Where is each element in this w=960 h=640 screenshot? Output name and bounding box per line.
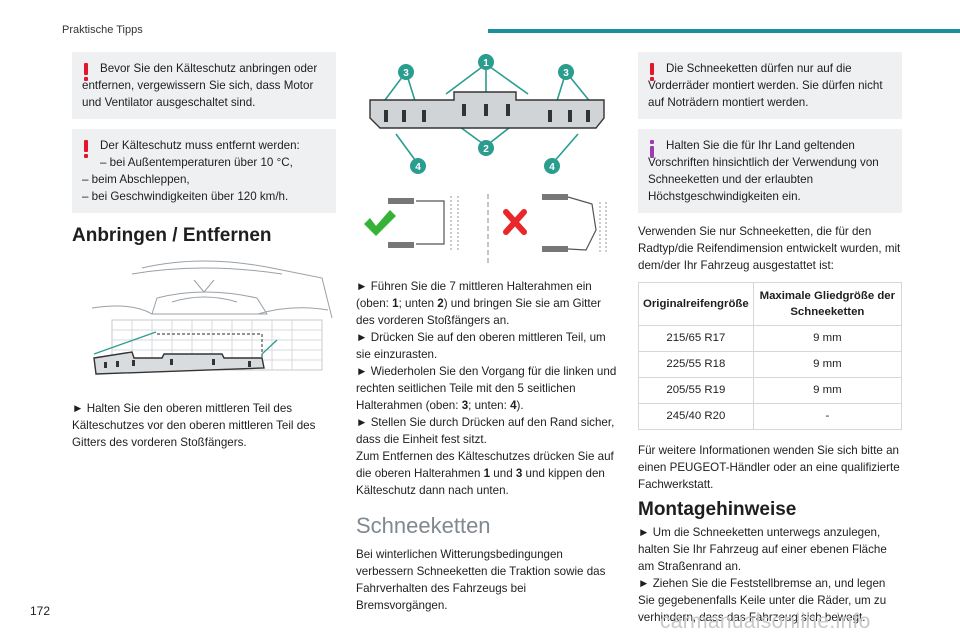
- step-text: ► Stellen Sie durch Drücken auf den Rand…: [356, 416, 615, 446]
- grille-cover-illustration: [91, 260, 333, 375]
- tire-size-table: Originalreifengröße Maximale Gliedgröße …: [638, 282, 903, 430]
- info-box: Halten Sie die für Ihr Land geltenden Vo…: [638, 129, 902, 213]
- info-text-line1: Halten Sie die für Ihr Land geltenden: [666, 139, 855, 152]
- info-text-rest: Vorschriften hinsichtlich der Verwendung…: [648, 156, 879, 203]
- badge-3-icon: [398, 64, 414, 80]
- badge-4-icon: [410, 158, 426, 174]
- badge-3-icon: [558, 64, 574, 80]
- retaining-frames-diagram: 1 2 3 3 4 4: [369, 54, 605, 174]
- badge-1-icon: [478, 54, 494, 70]
- step-text: ► Halten Sie den oberen mittleren Teil d…: [72, 402, 316, 449]
- column-1: Bevor Sie den Kälteschutz anbringen oder…: [72, 52, 336, 451]
- warning-text-line1: Der Kälteschutz muss entfernt werden:: [100, 139, 300, 152]
- badge-4-icon: [544, 158, 560, 174]
- section-heading-anbringen: Anbringen / Entfernen: [72, 225, 272, 246]
- warning-text-line1: Bevor Sie den Kälteschutz anbringen oder: [100, 62, 318, 75]
- diagram-label: 4: [415, 162, 421, 173]
- table-row: 245/40 R20-: [638, 403, 903, 430]
- step-text: ► Wiederholen Sie den Vorgang für die li…: [356, 365, 617, 412]
- column-2: 1 2 3 3 4 4 ► Führen Sie die 7 mittleren…: [356, 52, 620, 614]
- removal-text: Zum Entfernen des Kälteschutzes drücken …: [356, 450, 614, 497]
- page-number: 172: [30, 604, 51, 618]
- warning-list-item: – bei Außentemperaturen über 10 °C,: [100, 156, 293, 169]
- section-heading-montagehinweise: Montagehinweise: [638, 499, 797, 520]
- cross-icon: [503, 209, 527, 235]
- intro-text: Verwenden Sie nur Schneeketten, die für …: [638, 225, 901, 272]
- body-text: Bei winterlichen Witterungsbedingungen v…: [356, 548, 606, 612]
- warning-box-1: Bevor Sie den Kälteschutz anbringen oder…: [72, 52, 336, 119]
- badge-2-icon: [478, 140, 494, 156]
- step-text: ► Ziehen Sie die Feststellbremse an, und…: [638, 577, 887, 624]
- warning-icon: [84, 140, 88, 158]
- header-accent-bar: [488, 29, 960, 33]
- step-text: ► Um die Schneeketten unterwegs anzulege…: [638, 526, 887, 573]
- warning-icon: [650, 63, 654, 81]
- diagram-label: 4: [549, 162, 555, 173]
- check-icon: [364, 210, 396, 236]
- warning-text-rest: entfernen, vergewissern Sie sich, dass M…: [82, 79, 314, 109]
- column-3: Die Schneeketten dürfen nur auf die Vord…: [638, 52, 903, 626]
- watermark: carmanualsonline.info: [660, 610, 871, 633]
- table-header: Originalreifengröße: [638, 282, 754, 326]
- table-header: Maximale Gliedgröße der Schneeketten: [752, 282, 903, 326]
- warning-list-item: – bei Geschwindigkeiten über 120 km/h.: [82, 190, 289, 203]
- warning-icon: [84, 63, 88, 81]
- after-table-text: Für weitere Informationen wenden Sie sic…: [638, 444, 900, 491]
- section-heading-schneeketten: Schneeketten: [356, 513, 491, 538]
- warning-text-line1: Die Schneeketten dürfen nur auf die: [666, 62, 852, 75]
- step-text: ► Führen Sie die 7 mittleren Halterahmen…: [356, 280, 601, 327]
- info-icon: [650, 140, 654, 158]
- diagram-label: 3: [403, 68, 409, 79]
- diagram-label: 1: [483, 58, 489, 69]
- warning-box: Die Schneeketten dürfen nur auf die Vord…: [638, 52, 902, 119]
- step-text: ► Drücken Sie auf den oberen mittleren T…: [356, 331, 606, 361]
- section-header: Praktische Tipps: [62, 24, 143, 36]
- correct-incorrect-diagram: [364, 194, 607, 264]
- diagram-label: 2: [483, 144, 489, 155]
- diagram-label: 3: [563, 68, 569, 79]
- warning-list-item: – beim Abschleppen,: [82, 173, 190, 186]
- warning-box-2: Der Kälteschutz muss entfernt werden: – …: [72, 129, 336, 213]
- steps-list: ► Führen Sie die 7 mittleren Halterahmen…: [356, 278, 620, 499]
- warning-text-rest: Vorderräder montiert werden. Sie dürfen …: [648, 79, 883, 109]
